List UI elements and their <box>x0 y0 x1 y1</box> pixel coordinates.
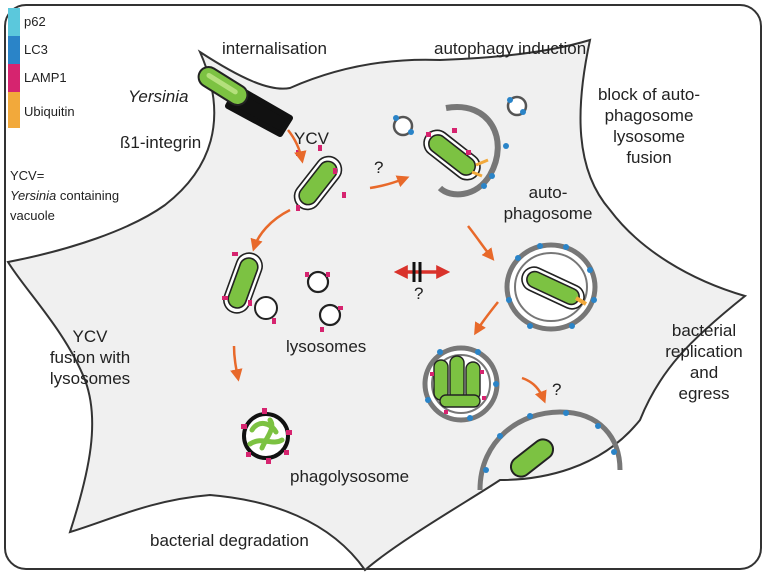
process-arrows <box>230 129 547 404</box>
label-integrin: ß1-integrin <box>120 133 202 152</box>
label-line: bacterial <box>671 321 737 340</box>
note-line: Yersinia containing <box>10 186 119 206</box>
note-line: YCV= <box>10 168 45 183</box>
question-mark: ? <box>374 158 384 177</box>
legend-label: LC3 <box>24 42 48 57</box>
label-yersinia: Yersinia <box>128 87 189 106</box>
phagolysosome-vesicle <box>241 408 292 464</box>
label-autophagosome: auto- phagosome <box>498 182 598 224</box>
label-line: phagosome <box>604 106 694 125</box>
label-autophagy-induction: autophagy induction <box>434 39 587 58</box>
yersinia-bacterium-extracellular <box>197 65 249 107</box>
label-ycv-fusion: YCV fusion with lysosomes <box>40 326 140 389</box>
note-rest: containing <box>56 188 120 203</box>
label-internalisation: internalisation <box>222 39 327 58</box>
label-bacterial-degradation: bacterial degradation <box>150 531 309 550</box>
legend-swatch <box>8 36 20 64</box>
legend-swatch <box>8 64 20 92</box>
legend-item-p62: p62 <box>8 8 148 36</box>
label-line: egress <box>678 384 730 403</box>
legend-swatch <box>8 8 20 36</box>
replication-vacuole <box>422 345 500 423</box>
label-line: and <box>689 363 719 382</box>
lysosome-group <box>306 270 342 327</box>
legend-swatch <box>8 92 20 128</box>
autophagosome <box>504 242 598 332</box>
question-mark: ? <box>414 284 424 303</box>
legend-item-lamp1: LAMP1 <box>8 64 148 92</box>
label-line: fusion <box>626 148 672 167</box>
label-line: phagosome <box>503 204 593 223</box>
phagophore-forming <box>423 103 509 198</box>
legend-item-lc3: LC3 <box>8 36 148 64</box>
label-block-fusion: block of auto- phagosome lysosome fusion <box>590 84 708 168</box>
legend-label: p62 <box>24 14 46 29</box>
host-cell <box>6 38 748 572</box>
egress-membrane <box>477 409 623 491</box>
label-bacterial-replication: bacterial replication and egress <box>652 320 756 404</box>
label-line: lysosomes <box>49 369 131 388</box>
label-line: YCV <box>72 327 108 346</box>
label-line: fusion with <box>49 348 131 367</box>
ycv-definition-note: YCV= Yersinia containing vacuole <box>10 166 119 226</box>
legend-item-ubiquitin: Ubiquitin <box>8 92 148 128</box>
label-line: auto- <box>528 183 568 202</box>
label-phagolysosome: phagolysosome <box>290 467 410 486</box>
label-line: lysosome <box>613 127 685 146</box>
note-italic: Yersinia <box>10 188 57 203</box>
label-ycv: YCV <box>294 129 329 148</box>
legend-label: LAMP1 <box>24 70 67 85</box>
figure-frame <box>4 4 762 570</box>
note-line: vacuole <box>10 208 55 223</box>
blocked-fusion-arrow <box>393 262 451 282</box>
question-mark: ? <box>552 380 562 399</box>
legend-label: Ubiquitin <box>24 104 75 119</box>
label-lysosomes: lysosomes <box>286 337 367 356</box>
ycv-lysosome-fusion <box>222 252 278 324</box>
label-line: block of auto- <box>597 85 701 104</box>
label-line: replication <box>665 342 743 361</box>
